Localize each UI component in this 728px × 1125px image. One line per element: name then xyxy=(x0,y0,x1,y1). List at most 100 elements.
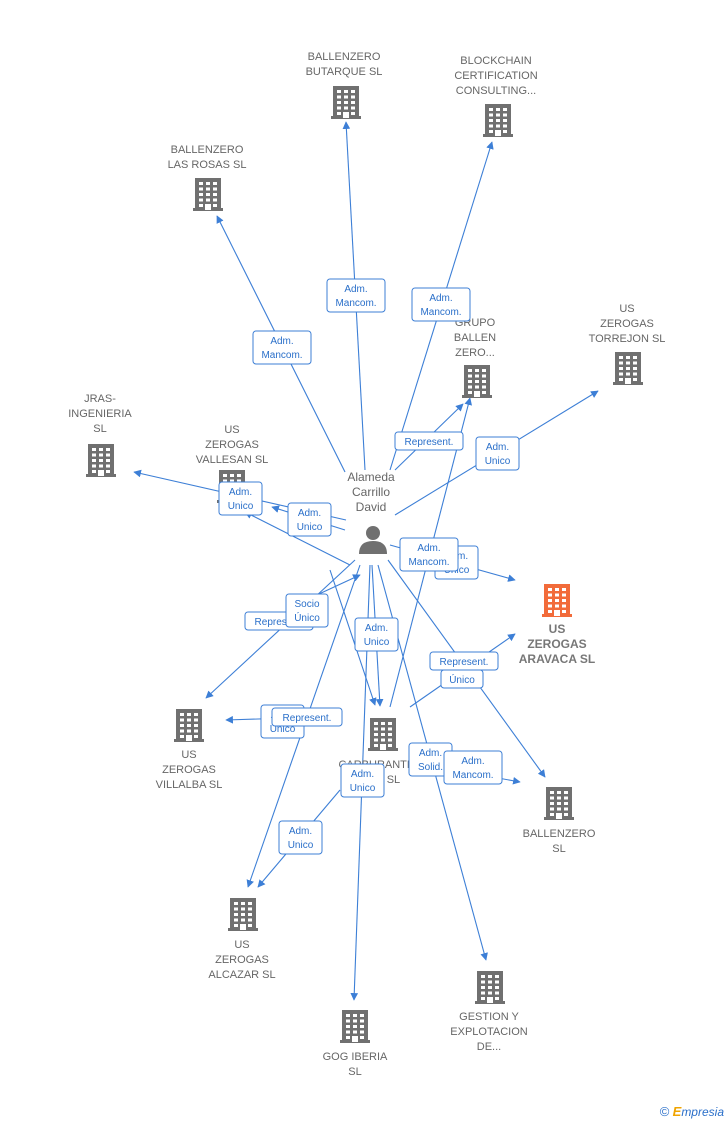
role-text: Adm. xyxy=(486,442,509,453)
role-text: Adm. xyxy=(461,756,484,767)
company-name-line: INGENIERIA xyxy=(68,408,132,420)
company-name-line: ZEROGAS xyxy=(600,318,654,330)
role-text: Adm. xyxy=(270,336,293,347)
role-text: Unico xyxy=(364,637,390,648)
role-label-r12[interactable]: Adm.Unico xyxy=(354,617,399,652)
role-text: Adm. xyxy=(429,293,452,304)
company-name-line: BALLENZERO xyxy=(308,51,381,63)
company-name-line: CONSULTING... xyxy=(456,85,536,97)
company-node-blockchain[interactable]: BLOCKCHAINCERTIFICATIONCONSULTING... xyxy=(454,55,538,137)
company-name-line: DE... xyxy=(477,1041,501,1053)
role-text: Adm. xyxy=(289,826,312,837)
role-text: Adm. xyxy=(417,543,440,554)
company-name-line: ALCAZAR SL xyxy=(208,969,275,981)
role-label-r1[interactable]: Adm. Mancom. xyxy=(326,278,386,313)
company-name-line: ZERO... xyxy=(455,347,495,359)
brand-mark: © Empresia xyxy=(660,1104,724,1119)
company-name-line: VALLESAN SL xyxy=(196,454,269,466)
role-text: Represent. xyxy=(405,437,454,448)
company-name-line: US xyxy=(234,939,249,951)
company-name-line: BALLENZERO xyxy=(523,828,596,840)
building-icon xyxy=(462,365,492,398)
role-label-r18[interactable]: Adm. Solid. xyxy=(408,742,453,777)
company-name-line: CERTIFICATION xyxy=(454,70,537,82)
company-name-line: TORREJON SL xyxy=(589,333,666,345)
company-name-line: ARAVACA SL xyxy=(519,652,595,666)
role-text: Mancom. xyxy=(261,350,302,361)
role-text: Adm. xyxy=(229,487,252,498)
company-name-line: US xyxy=(224,424,239,436)
company-name-line: ZEROGAS xyxy=(527,637,586,651)
company-name-line: US xyxy=(549,622,566,636)
role-text: Unico xyxy=(270,724,296,735)
person-name-line: David xyxy=(356,500,387,514)
role-text: Unico xyxy=(485,456,511,467)
company-node-gestion[interactable]: GESTION YEXPLOTACIONDE... xyxy=(450,971,528,1053)
building-icon xyxy=(475,971,505,1004)
role-text: Adm. xyxy=(344,284,367,295)
company-node-torrejon[interactable]: US ZEROGAS TORREJON SL xyxy=(589,303,666,385)
building-icon xyxy=(86,444,116,477)
role-text: Represent. xyxy=(283,713,332,724)
role-label-r4[interactable]: Represent. xyxy=(394,431,464,451)
person-icon xyxy=(359,526,387,554)
role-text: Adm. xyxy=(298,508,321,519)
role-text: Mancom. xyxy=(335,298,376,309)
company-name-line: LAS ROSAS SL xyxy=(168,159,247,171)
role-labels: Adm. Mancom. Adm. Mancom. Adm. Mancom. Represe… xyxy=(218,278,520,855)
company-name-line: ZEROGAS xyxy=(162,764,216,776)
role-label-r13[interactable]: Único xyxy=(440,669,484,689)
copyright-symbol: © xyxy=(659,1104,670,1119)
role-label-r14[interactable]: Represent. xyxy=(429,651,499,671)
role-label-r16[interactable]: Represent. xyxy=(271,707,343,727)
company-node-alcazar[interactable]: US ZEROGAS ALCAZAR SL xyxy=(208,898,276,981)
role-text: Unico xyxy=(288,840,314,851)
role-label-r6[interactable]: Adm.Unico xyxy=(287,502,332,537)
company-name-line: ZEROGAS xyxy=(215,954,269,966)
role-label-r5[interactable]: Adm. Unico xyxy=(475,436,520,471)
company-name-line: EXPLOTACION xyxy=(450,1026,527,1038)
building-icon xyxy=(340,1010,370,1043)
brand-name: mpresia xyxy=(681,1105,724,1119)
brand-letter: E xyxy=(672,1104,682,1119)
role-label-r17[interactable]: Adm.Unico xyxy=(340,763,385,798)
role-text: Adm. xyxy=(351,769,374,780)
role-text: Mancom. xyxy=(420,307,461,318)
company-node-grupo[interactable]: GRUPOBALLENZERO... xyxy=(454,317,496,398)
role-text: Socio xyxy=(294,599,319,610)
company-name-line: SL xyxy=(93,423,106,435)
company-name-line: US xyxy=(181,749,196,761)
role-label-r3[interactable]: Adm. Mancom. xyxy=(252,330,312,365)
role-label-r20[interactable]: Adm. Unico xyxy=(278,820,323,855)
building-icon xyxy=(368,718,398,751)
company-name-line: ZEROGAS xyxy=(205,439,259,451)
building-icon xyxy=(613,352,643,385)
company-node-ballenzero[interactable]: BALLENZERO SL xyxy=(523,787,596,855)
role-text: Mancom. xyxy=(408,557,449,568)
role-text: Solid. xyxy=(418,762,443,773)
role-label-r9[interactable]: Adm. Mancom. xyxy=(399,537,459,572)
company-name-line: SL xyxy=(348,1066,361,1078)
role-label-r2[interactable]: Adm. Mancom. xyxy=(411,287,471,322)
role-label-r19[interactable]: Adm.Mancom. xyxy=(443,750,503,785)
building-icon xyxy=(174,709,204,742)
company-name-line: US xyxy=(619,303,634,315)
role-text: Represent. xyxy=(255,617,304,628)
role-label-r7[interactable]: Adm.Unico xyxy=(218,481,263,516)
building-icon xyxy=(193,178,223,211)
role-text: Único xyxy=(449,673,475,686)
role-text: Adm. xyxy=(419,748,442,759)
building-icon xyxy=(483,104,513,137)
edge-10 xyxy=(244,511,351,566)
company-name-line: SL xyxy=(552,843,565,855)
